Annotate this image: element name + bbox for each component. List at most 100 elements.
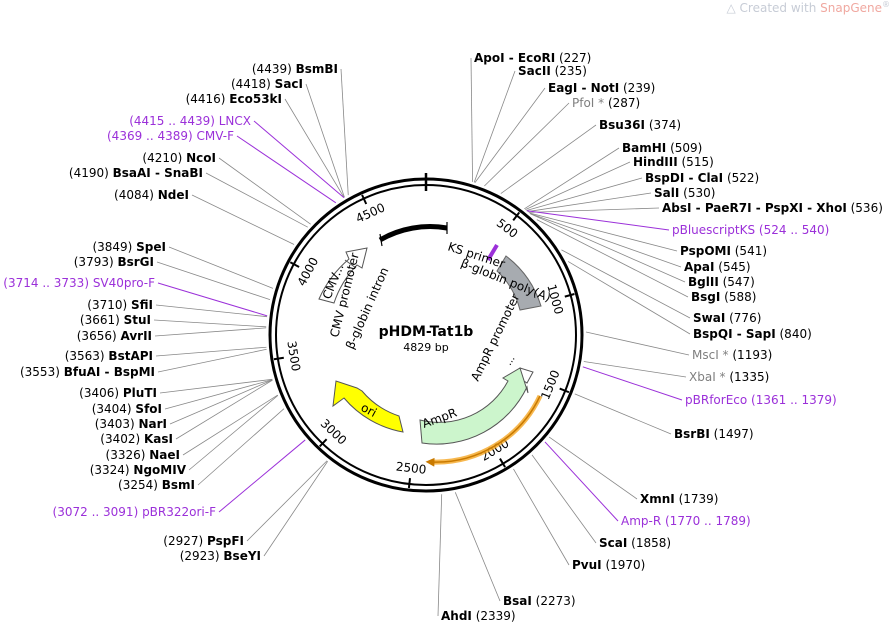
watermark-registered: ®	[882, 0, 890, 9]
site-label-avrii[interactable]: (3656) AvrII	[77, 329, 152, 343]
site-name: PspFI	[207, 534, 244, 548]
leader-line	[169, 379, 273, 425]
site-name: StuI	[124, 313, 151, 327]
site-label-swai[interactable]: SwaI (776)	[693, 311, 761, 325]
site-position: (4416)	[186, 92, 230, 106]
site-label-bsaai[interactable]: (4190) BsaAI - SnaBI	[69, 166, 203, 180]
site-label-sali[interactable]: SalI (530)	[654, 186, 715, 200]
site-label-bsai[interactable]: BsaI (2273)	[503, 594, 576, 608]
site-label-ndei[interactable]: (4084) NdeI	[114, 188, 189, 202]
site-label-cmvf[interactable]: (4369 .. 4389) CMV-F	[107, 129, 234, 143]
site-label-spei[interactable]: (3849) SpeI	[92, 240, 166, 254]
site-label-bseyi[interactable]: (2923) BseYI	[180, 549, 261, 563]
site-label-eagi[interactable]: EagI - NotI (239)	[548, 81, 655, 95]
site-name: SacII	[518, 64, 551, 78]
feature-ori[interactable]	[332, 380, 404, 433]
left-site-labels: (4439) BsmBI(4418) SacI(4416) Eco53kI(44…	[3, 62, 338, 563]
site-name: Bsu36I	[599, 118, 645, 132]
leader-line	[159, 378, 273, 394]
site-label-pluti[interactable]: (3406) PluTI	[79, 386, 157, 400]
site-label-pbr322orif[interactable]: (3072 .. 3091) pBR322ori-F	[53, 505, 217, 519]
leader-line	[548, 436, 638, 500]
feature-amp-r-primer-arrow[interactable]	[425, 395, 541, 467]
feature-ks-primer-arrow[interactable]	[486, 243, 499, 262]
site-label-sfii[interactable]: (3710) SfiI	[87, 298, 153, 312]
site-label-bsmbi[interactable]: (4439) BsmBI	[252, 62, 338, 76]
site-label-apai[interactable]: ApaI (545)	[684, 260, 751, 274]
site-label-ahdi[interactable]: AhdI (2339)	[441, 609, 516, 623]
site-label-bsmi[interactable]: (3254) BsmI	[118, 478, 195, 492]
site-position: (3553)	[20, 365, 64, 379]
site-label-nari[interactable]: (3403) NarI	[95, 417, 167, 431]
site-label-scai[interactable]: ScaI (1858)	[599, 536, 671, 550]
site-label-lncx[interactable]: (4415 .. 4439) LNCX	[129, 114, 251, 128]
tick-label: 1500	[538, 368, 562, 402]
site-position: (239)	[619, 81, 655, 95]
leader-line	[153, 319, 267, 328]
site-label-stui[interactable]: (3661) StuI	[80, 313, 151, 327]
site-name: NaeI	[149, 448, 180, 462]
site-label-hindiii[interactable]: HindIII (515)	[633, 155, 714, 169]
site-name: BsmI	[162, 478, 195, 492]
site-label-pbrforeco[interactable]: pBRforEco (1361 .. 1379)	[685, 393, 837, 407]
site-name: NgoMIV	[133, 463, 186, 477]
intron-end-mark-left	[379, 233, 383, 247]
site-label-pbluescriptks[interactable]: pBluescriptKS (524 .. 540)	[672, 223, 829, 237]
site-label-sv40prof[interactable]: (3714 .. 3733) SV40pro-F	[3, 276, 155, 290]
site-label-pvui[interactable]: PvuI (1970)	[572, 558, 645, 572]
site-label-saci[interactable]: (4418) SacI	[231, 77, 303, 91]
site-label-apoi[interactable]: ApoI - EcoRI (227)	[474, 51, 591, 65]
feature-beta-globin-polyA[interactable]	[496, 255, 542, 311]
site-label-ngomiv[interactable]: (3324) NgoMIV	[90, 463, 187, 477]
site-label-bsu36i[interactable]: Bsu36I (374)	[599, 118, 681, 132]
tick-label: 500	[494, 216, 521, 241]
leader-line	[205, 172, 308, 228]
site-label-bsrbi[interactable]: BsrBI (1497)	[674, 427, 754, 441]
site-name: MscI *	[692, 348, 729, 362]
site-label-bglii[interactable]: BglII (547)	[688, 275, 755, 289]
site-label-bsrgi[interactable]: (3793) BsrGI	[74, 255, 154, 269]
site-position: (4084)	[114, 188, 158, 202]
site-name: BfuAI - BspMI	[64, 365, 155, 379]
tick-mark	[559, 387, 570, 394]
site-label-sfoi[interactable]: (3404) SfoI	[92, 402, 162, 416]
site-label-eco53ki[interactable]: (4416) Eco53kI	[186, 92, 282, 106]
site-label-bspqi[interactable]: BspQI - SapI (840)	[693, 327, 812, 341]
leader-line	[513, 468, 570, 566]
site-label-ampr[interactable]: Amp-R (1770 .. 1789)	[621, 514, 751, 528]
site-position: (509)	[666, 141, 702, 155]
plasmid-name: pHDM-Tat1b	[379, 324, 474, 340]
site-label-bstapi[interactable]: (3563) BstAPI	[65, 349, 153, 363]
site-label-pspfi[interactable]: (2927) PspFI	[163, 534, 244, 548]
site-label-bsgi[interactable]: BsgI (588)	[691, 290, 756, 304]
site-label-msci[interactable]: MscI * (1193)	[692, 348, 772, 362]
site-label-xmni[interactable]: XmnI (1739)	[640, 492, 718, 506]
site-position: (3661)	[80, 313, 124, 327]
site-position: (4369 .. 4389)	[107, 129, 197, 143]
site-label-kasi[interactable]: (3402) KasI	[100, 432, 173, 446]
feature-beta-globin-intron-bar[interactable]	[378, 224, 448, 243]
feature-cmv-enhancer[interactable]	[318, 247, 368, 304]
position-tick-marks	[273, 173, 575, 489]
site-name: BspQI - SapI	[693, 327, 776, 341]
leader-line	[197, 408, 285, 486]
feature-ampr-cds[interactable]	[419, 367, 529, 445]
site-label-naei[interactable]: (3326) NaeI	[106, 448, 180, 462]
site-label-pfoi[interactable]: PfoI * (287)	[572, 96, 640, 110]
leader-line	[168, 246, 274, 289]
site-label-bspdi[interactable]: BspDI - ClaI (522)	[645, 171, 759, 185]
site-label-ncoi[interactable]: (4210) NcoI	[142, 151, 216, 165]
tick-label: 2500	[395, 460, 427, 477]
site-label-pspomi[interactable]: PspOMI (541)	[680, 244, 767, 258]
tick-mark	[564, 293, 575, 298]
site-label-bfuai[interactable]: (3553) BfuAI - BspMI	[20, 365, 155, 379]
leader-line	[454, 492, 501, 602]
site-label-xbai[interactable]: XbaI * (1335)	[689, 370, 769, 384]
watermark-logo-icon: △	[726, 1, 740, 15]
site-position: (4190)	[69, 166, 113, 180]
site-label-sacii[interactable]: SacII (235)	[518, 64, 587, 78]
site-label-bamhi[interactable]: BamHI (509)	[622, 141, 702, 155]
site-name: BseYI	[223, 549, 261, 563]
site-label-absi[interactable]: AbsI - PaeR7I - PspXI - XhoI (536)	[662, 201, 883, 215]
leader-line	[531, 454, 597, 544]
